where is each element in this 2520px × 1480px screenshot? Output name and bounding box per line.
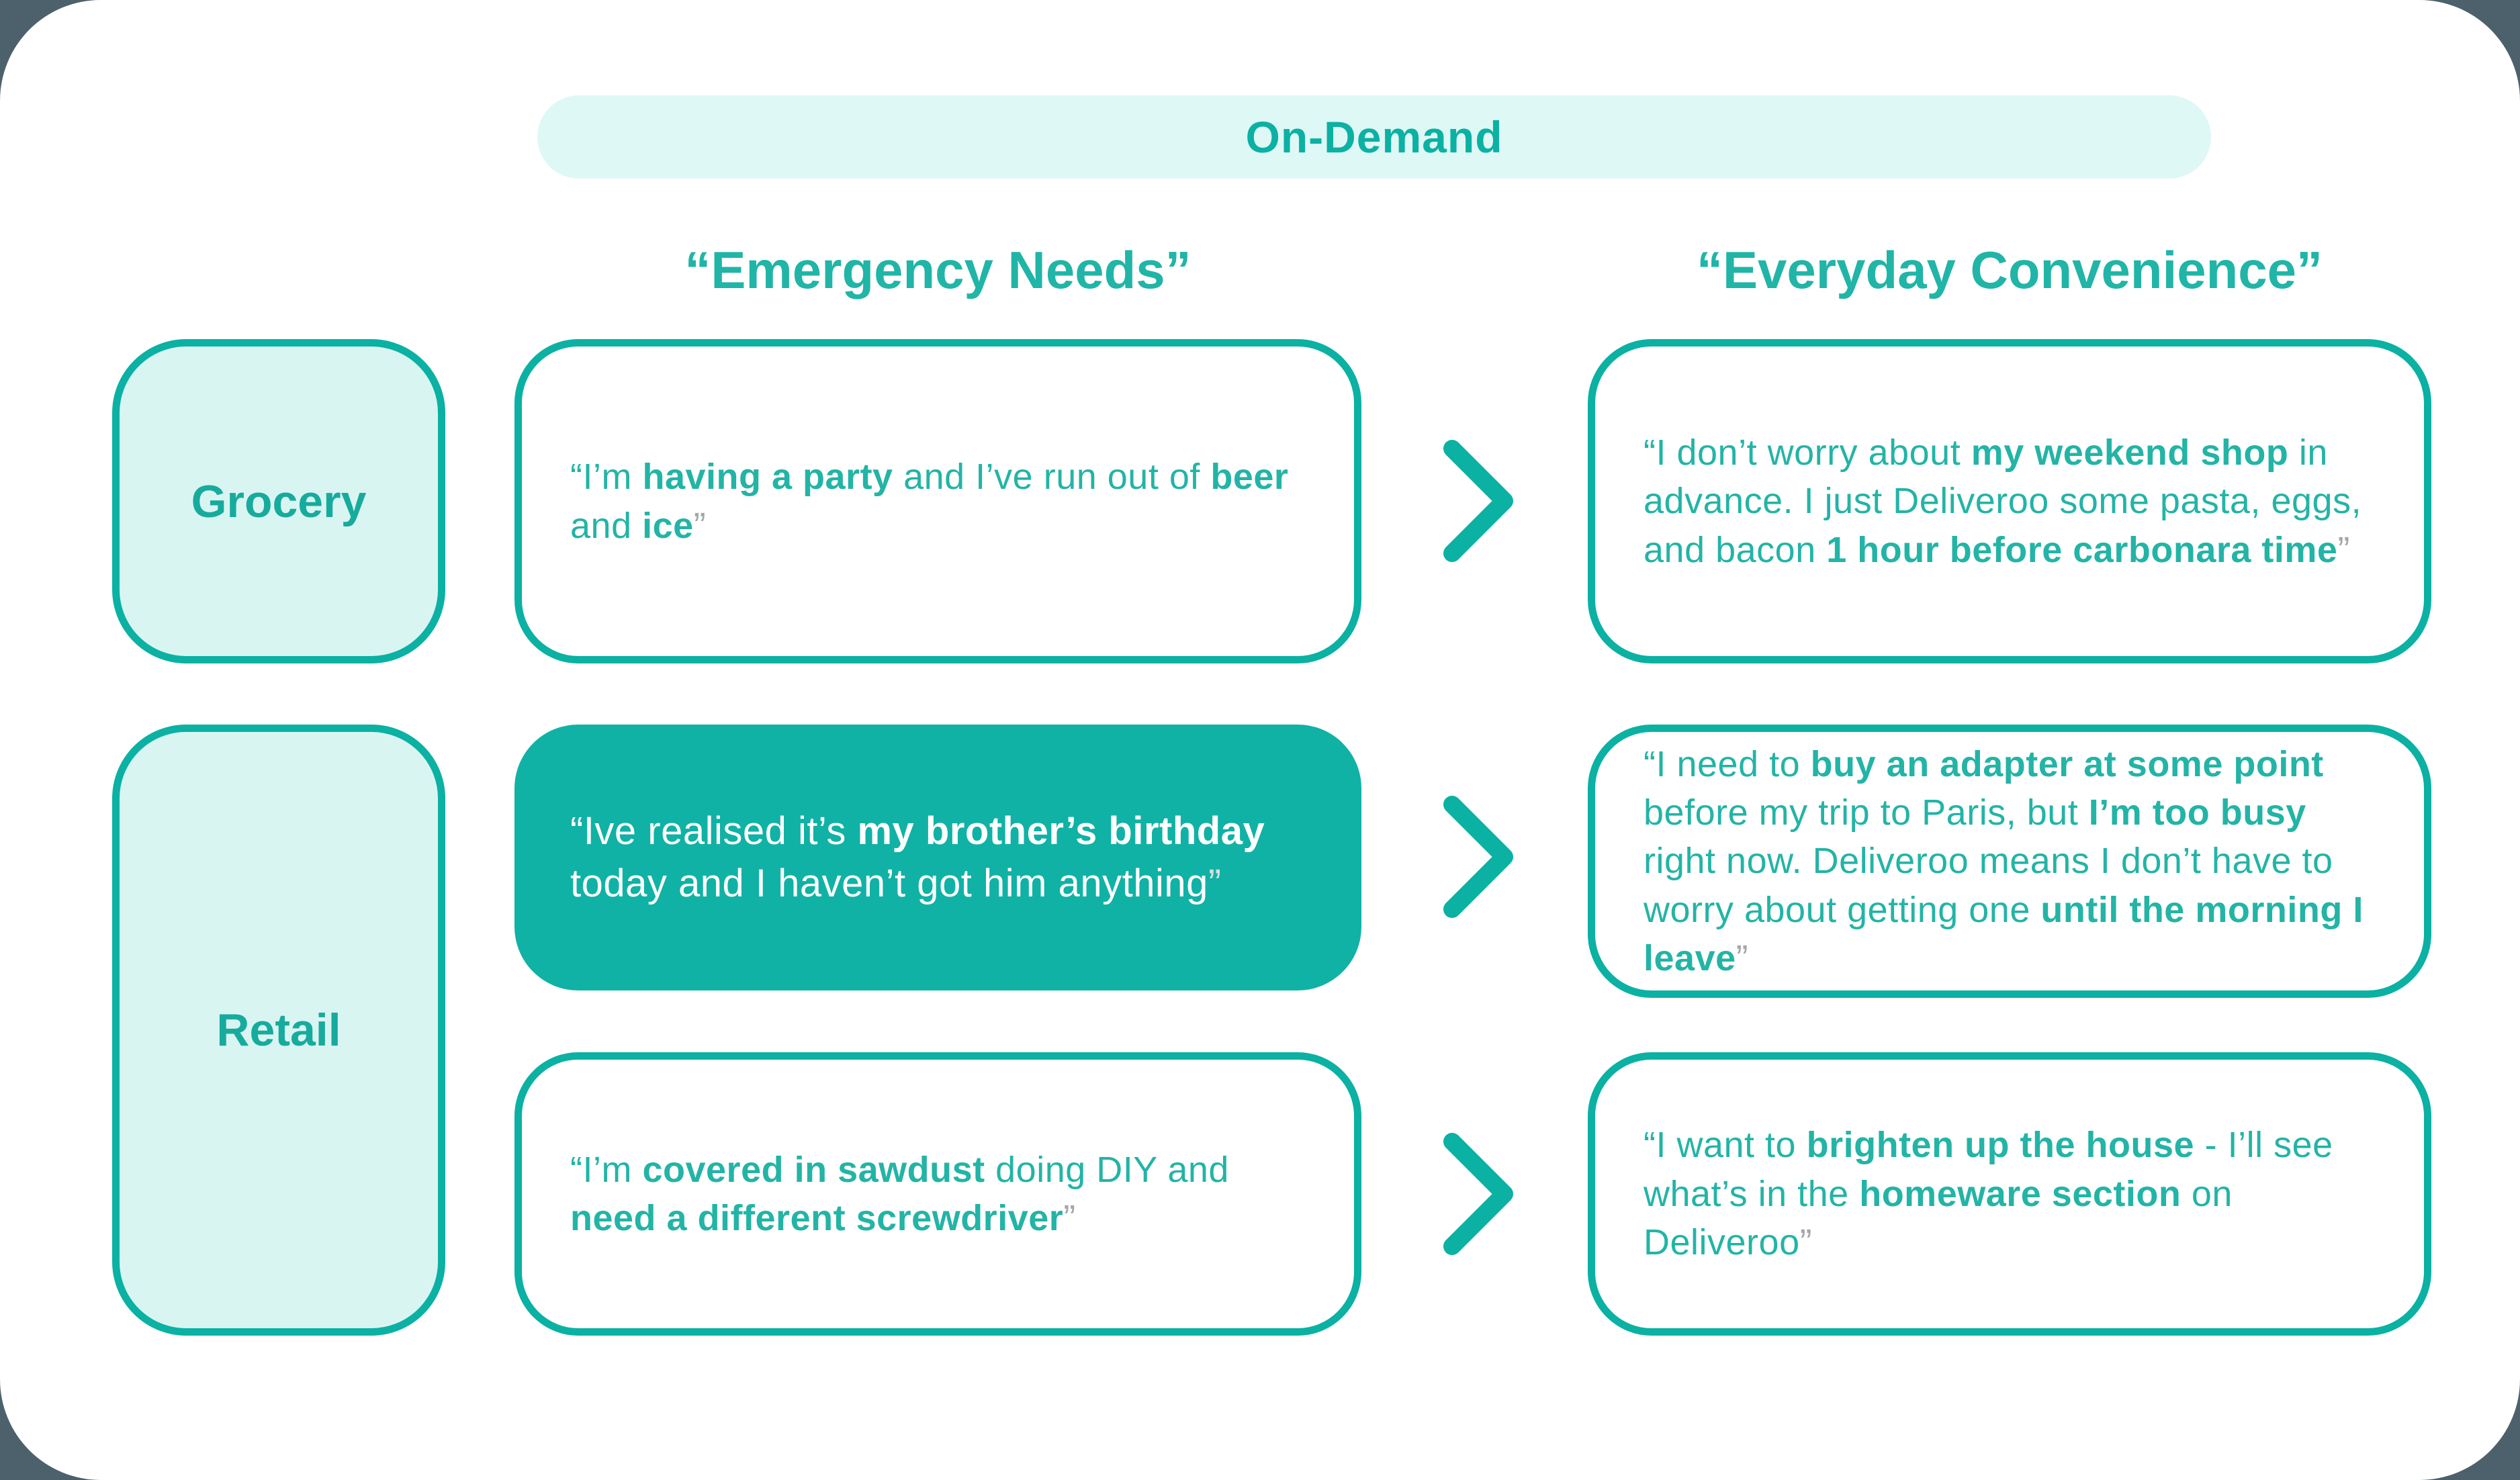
quote-text-grocery-emergency: “I’m having a party and I’ve run out of … [570, 457, 1289, 546]
quote-card-retail-everyday-2: “I want to brighten up the house - I’ll … [1588, 1052, 2431, 1336]
column-header-everyday-convenience: “Everyday Convenience” [1696, 240, 2323, 299]
quote-text-retail-everyday-1: “I need to buy an adapter at some point … [1644, 743, 2364, 979]
quote-card-retail-emergency-1: “Ive realised it’s my brother’s birthday… [514, 725, 1361, 990]
category-label-retail: Retail [216, 1005, 341, 1056]
on-demand-title: On-Demand [1245, 112, 1503, 162]
quote-card-retail-everyday-1: “I need to buy an adapter at some point … [1588, 725, 2431, 998]
quote-text-retail-everyday-2: “I want to brighten up the house - I’ll … [1644, 1125, 2333, 1263]
quote-text-grocery-everyday: “I don’t worry about my weekend shop in … [1644, 432, 2362, 570]
column-header-emergency-needs: “Emergency Needs” [684, 240, 1191, 299]
quote-text-retail-emergency-2: “I’m covered in sawdust doing DIY and ne… [570, 1149, 1229, 1238]
quote-card-retail-emergency-2: “I’m covered in sawdust doing DIY and ne… [514, 1052, 1361, 1336]
quote-card-grocery-emergency: “I’m having a party and I’ve run out of … [514, 339, 1361, 663]
quote-card-grocery-everyday: “I don’t worry about my weekend shop in … [1588, 339, 2431, 663]
category-box-grocery: Grocery [112, 339, 445, 663]
quote-text-retail-emergency-1: “Ive realised it’s my brother’s birthday… [570, 809, 1265, 905]
category-label-grocery: Grocery [191, 475, 367, 527]
chevron-right-icon [1443, 1132, 1517, 1256]
on-demand-pill: On-Demand [537, 95, 2211, 179]
chevron-right-icon [1443, 795, 1517, 919]
chevron-right-icon [1443, 439, 1517, 563]
category-box-retail: Retail [112, 725, 445, 1336]
